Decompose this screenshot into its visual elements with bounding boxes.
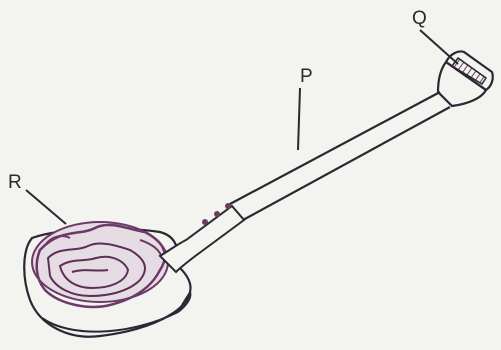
rivet xyxy=(214,211,220,217)
rivet xyxy=(202,219,208,225)
label-p: P xyxy=(300,66,313,87)
label-r: R xyxy=(8,172,22,193)
label-q: Q xyxy=(412,8,427,29)
